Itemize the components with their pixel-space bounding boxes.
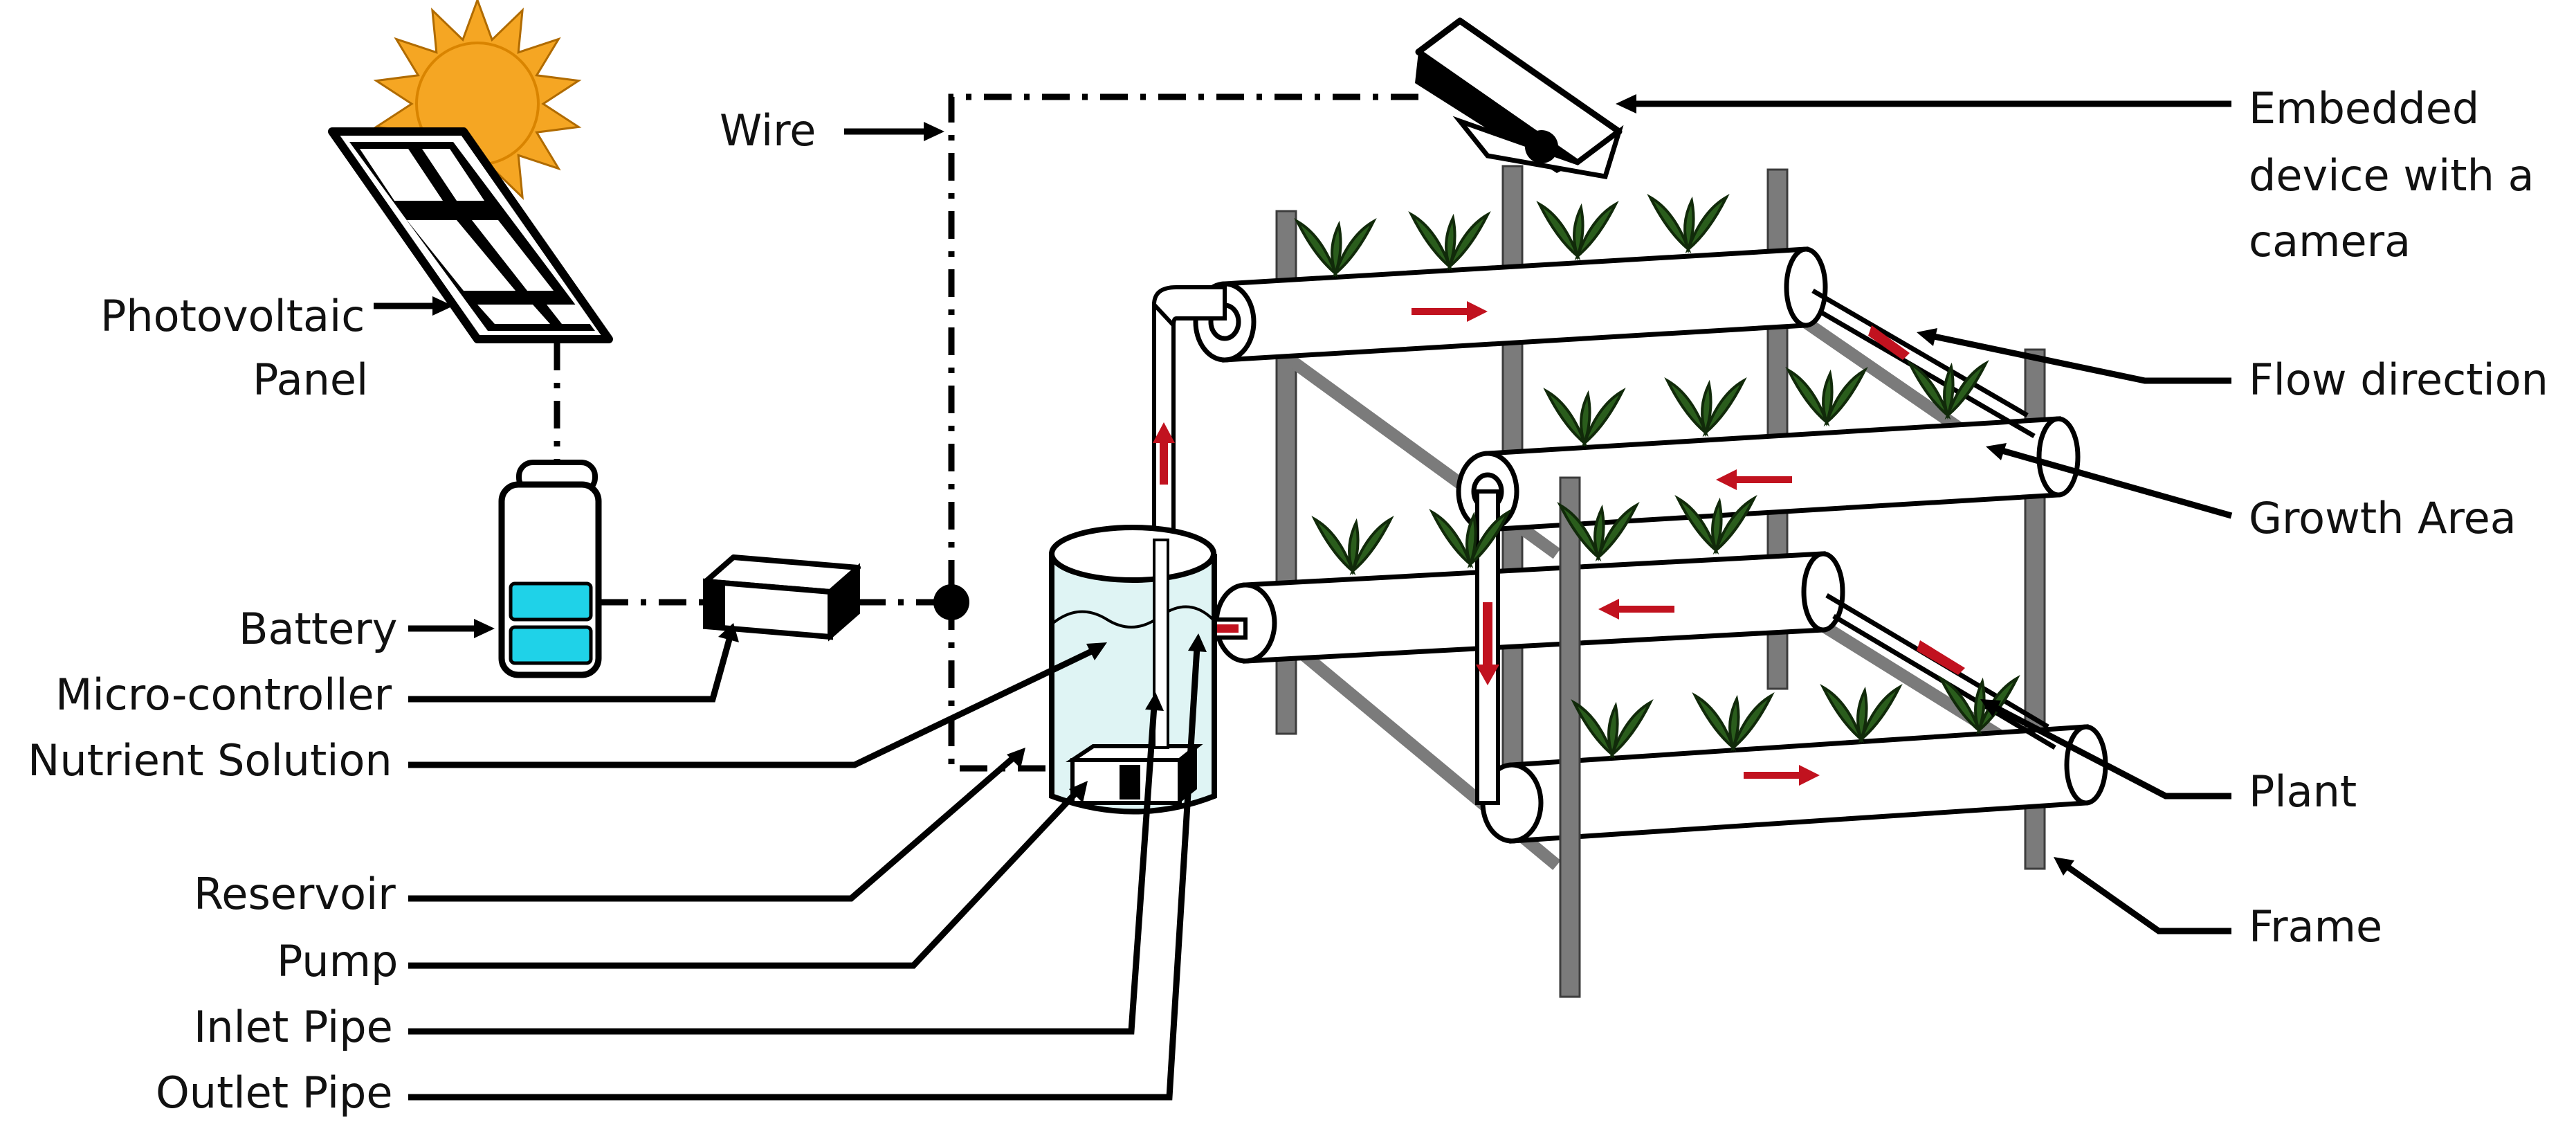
plant-icon [1294, 217, 1377, 278]
plant-icon [1429, 508, 1512, 569]
label-flow-direction: Flow direction [2249, 354, 2548, 405]
photovoltaic-panel [328, 127, 613, 343]
label-embedded-line2: device with a [2249, 150, 2534, 201]
battery-cell [509, 625, 593, 665]
plant-icon [1311, 515, 1394, 576]
plant-icon [1664, 377, 1747, 437]
plant-icon [1557, 501, 1640, 562]
plant-icon [1906, 359, 1989, 420]
label-embedded-line1: Embedded [2249, 83, 2479, 134]
growth-pipes [1151, 246, 2108, 844]
label-embedded-line3: camera [2249, 216, 2411, 267]
microcontroller-box [703, 554, 861, 642]
plant-icon [1674, 494, 1757, 555]
plant-icon [1571, 698, 1654, 759]
main-wire [948, 93, 1418, 602]
label-reservoir: Reservoir [194, 869, 396, 919]
camera-lens-icon [1525, 130, 1558, 163]
plant-icon [1820, 683, 1903, 744]
label-photovoltaic-line2: Panel [253, 354, 368, 405]
plant-icon [1543, 387, 1626, 448]
label-outlet-pipe: Outlet Pipe [156, 1067, 393, 1118]
frame-front-post [1559, 476, 1581, 998]
label-pump: Pump [277, 936, 398, 986]
label-nutrient-solution: Nutrient Solution [28, 735, 392, 786]
reservoir [1049, 525, 1217, 815]
flow-arrows [1153, 301, 1965, 786]
plant-icon [1692, 692, 1775, 752]
plant-icon [1536, 200, 1619, 261]
plant-icon [1408, 210, 1491, 271]
battery [498, 460, 602, 678]
embedded-camera-device [1415, 17, 1624, 179]
plants [1294, 193, 2020, 759]
labels: Photovoltaic Panel Battery Micro-control… [28, 83, 2548, 1118]
label-microcontroller: Micro-controller [55, 669, 392, 720]
label-photovoltaic-line1: Photovoltaic [100, 291, 365, 341]
battery-cell [509, 581, 593, 622]
nutrient-solution-surface [1052, 605, 1214, 629]
label-battery: Battery [239, 604, 397, 654]
label-wire: Wire [720, 105, 816, 156]
leader-lines [374, 94, 2233, 1101]
label-growth-area: Growth Area [2249, 493, 2516, 543]
plant-icon [1785, 366, 1868, 427]
label-plant: Plant [2249, 766, 2357, 817]
plant-icon [1647, 193, 1730, 254]
label-inlet-pipe: Inlet Pipe [194, 1002, 393, 1052]
label-frame: Frame [2249, 901, 2382, 952]
pump-wire [948, 602, 1079, 772]
